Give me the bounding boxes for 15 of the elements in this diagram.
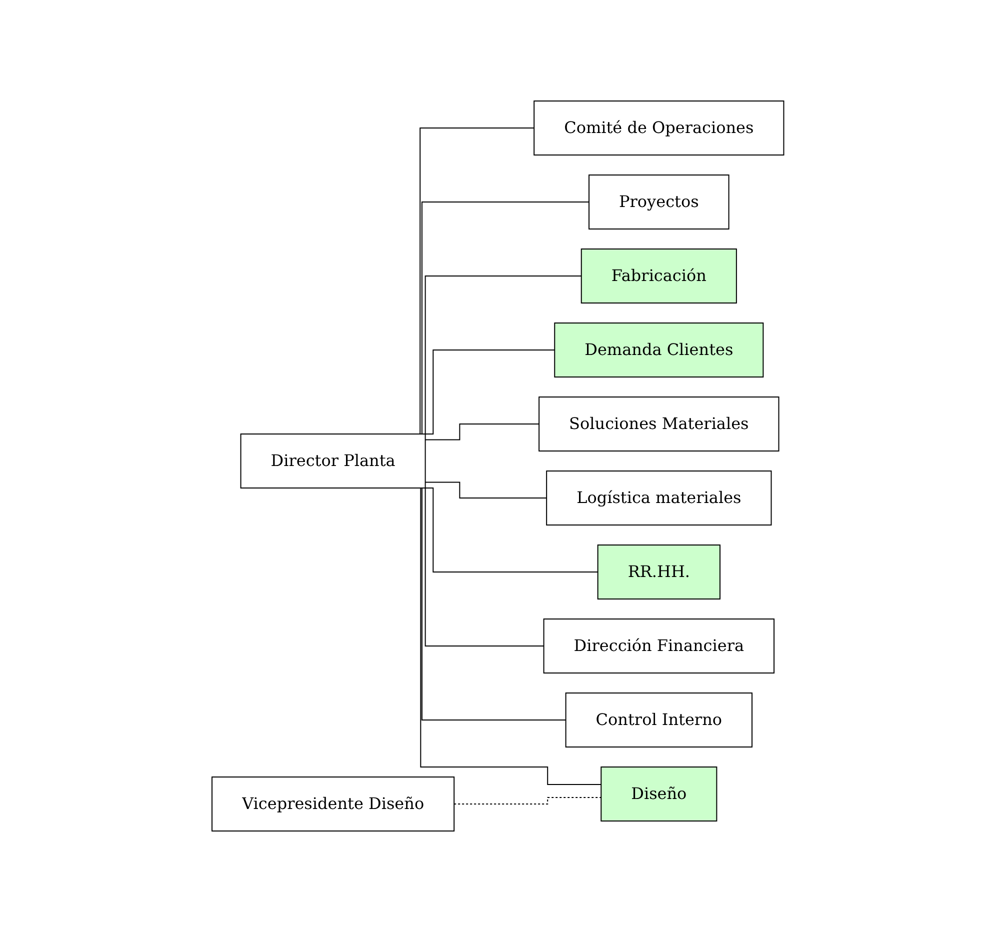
node-box: Director Planta [240, 433, 426, 488]
node-box: Dirección Financiera [543, 618, 775, 673]
node-box: Vicepresidente Diseño [212, 776, 455, 831]
node-box: Logística materiales [546, 470, 772, 525]
node-box: Fabricación [581, 248, 738, 303]
node-box: Demanda Clientes [554, 322, 764, 377]
node-box: Diseño [600, 766, 718, 821]
connector [424, 481, 548, 498]
node-box: Comité de Operaciones [534, 100, 784, 155]
node-box: Control Interno [565, 692, 753, 747]
node-box: Soluciones Materiales [538, 396, 780, 451]
node-box: RR.HH. [597, 544, 721, 599]
connector [424, 423, 540, 440]
node-box: Proyectos [588, 174, 730, 229]
connector [454, 796, 602, 804]
